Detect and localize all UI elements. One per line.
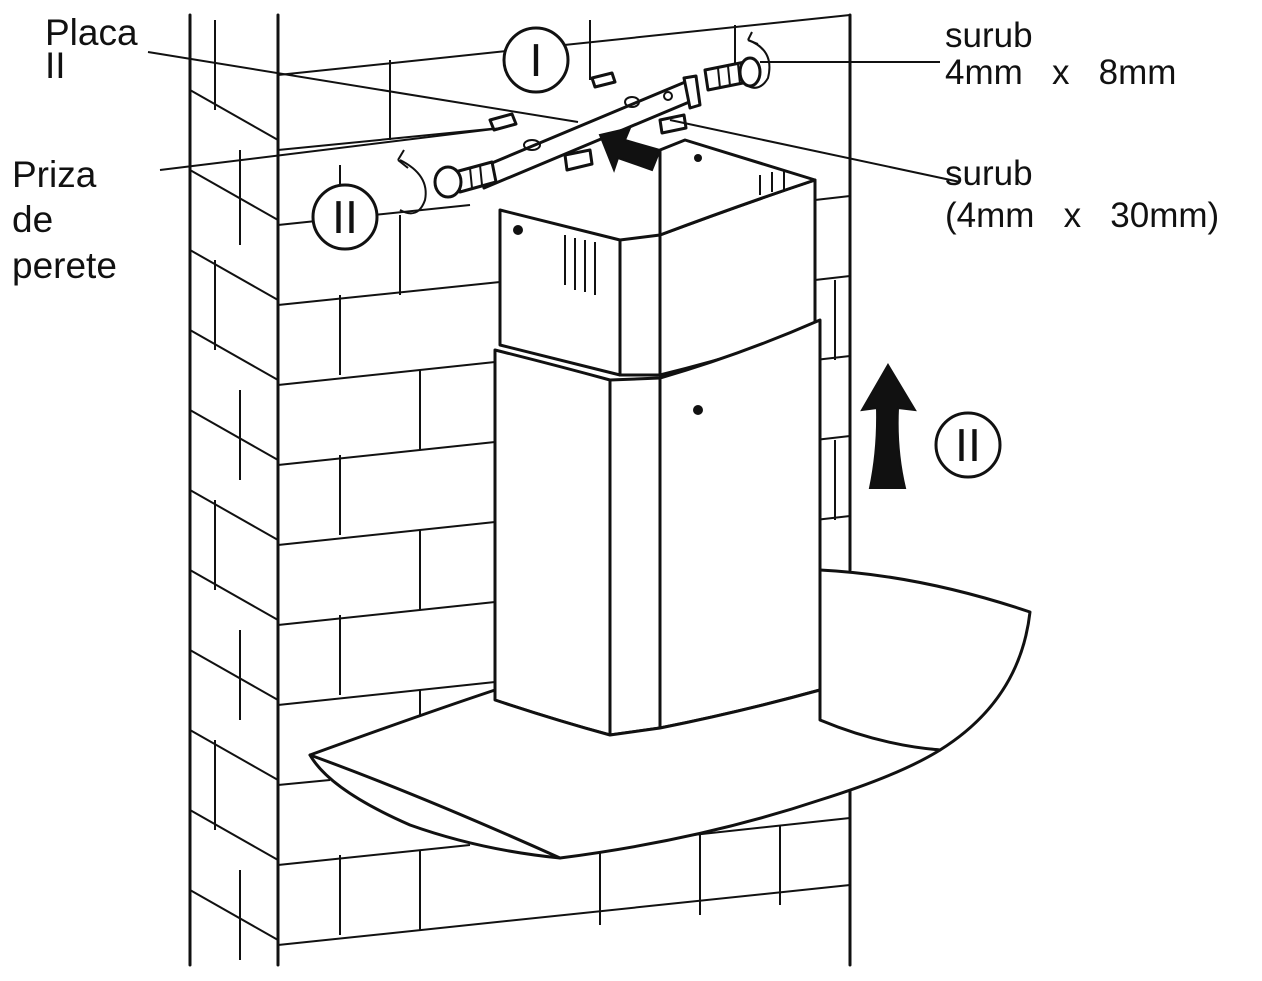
step-marker-two-left-text: II (332, 193, 358, 244)
label-screw-large: surub (4mm x 30mm) (945, 154, 1219, 235)
bracket-hole (663, 91, 673, 101)
chimney-hole (694, 154, 702, 162)
leader-priza (159, 127, 503, 171)
screw-small (563, 113, 688, 172)
step-marker-two-left: II (311, 183, 379, 251)
label-screw-large-line1: surub (945, 154, 1033, 193)
up-arrow-icon (860, 363, 917, 489)
chimney-upper-section (498, 138, 817, 377)
vent-slots (564, 170, 785, 295)
brick-wall (188, 13, 852, 967)
bracket-hole (624, 96, 640, 108)
chimney-hole (513, 225, 523, 235)
label-screw-small: surub 4mm x 8mm (945, 16, 1176, 92)
bracket-hole (523, 139, 541, 151)
chimney-hole (693, 405, 703, 415)
label-priza-line3: perete (12, 245, 117, 286)
wall-plug (488, 71, 617, 132)
pillar-bricks (189, 20, 279, 960)
label-screw-large-line2: (4mm x 30mm) (945, 196, 1219, 235)
hood-canopy (308, 568, 1032, 860)
label-priza: Priza de perete (12, 154, 117, 286)
label-placa: Placa II (45, 12, 138, 86)
leader-screw-large (669, 119, 961, 183)
leader-placa (147, 51, 579, 123)
label-priza-line2: de (12, 199, 53, 240)
step-marker-two-right: II (934, 411, 1002, 479)
front-wall-bricks (277, 14, 851, 946)
chimney-lower-section (493, 318, 822, 737)
label-placa-line2: II (45, 45, 66, 86)
rotate-arrow-icon (747, 31, 771, 89)
label-placa-line1: Placa (45, 12, 138, 53)
screw-large-right (703, 56, 762, 92)
rotate-arrow-icon (397, 149, 427, 215)
step-marker-one-text: I (530, 36, 543, 87)
leader-lines (147, 51, 961, 183)
label-priza-line1: Priza (12, 154, 97, 195)
step-marker-one: I (502, 26, 570, 94)
label-screw-small-line1: surub (945, 16, 1033, 55)
insert-arrow-icon (598, 126, 662, 173)
label-screw-small-line2: 4mm x 8mm (945, 53, 1176, 92)
screw-large-left (433, 160, 498, 199)
step-marker-two-right-text: II (955, 421, 981, 472)
